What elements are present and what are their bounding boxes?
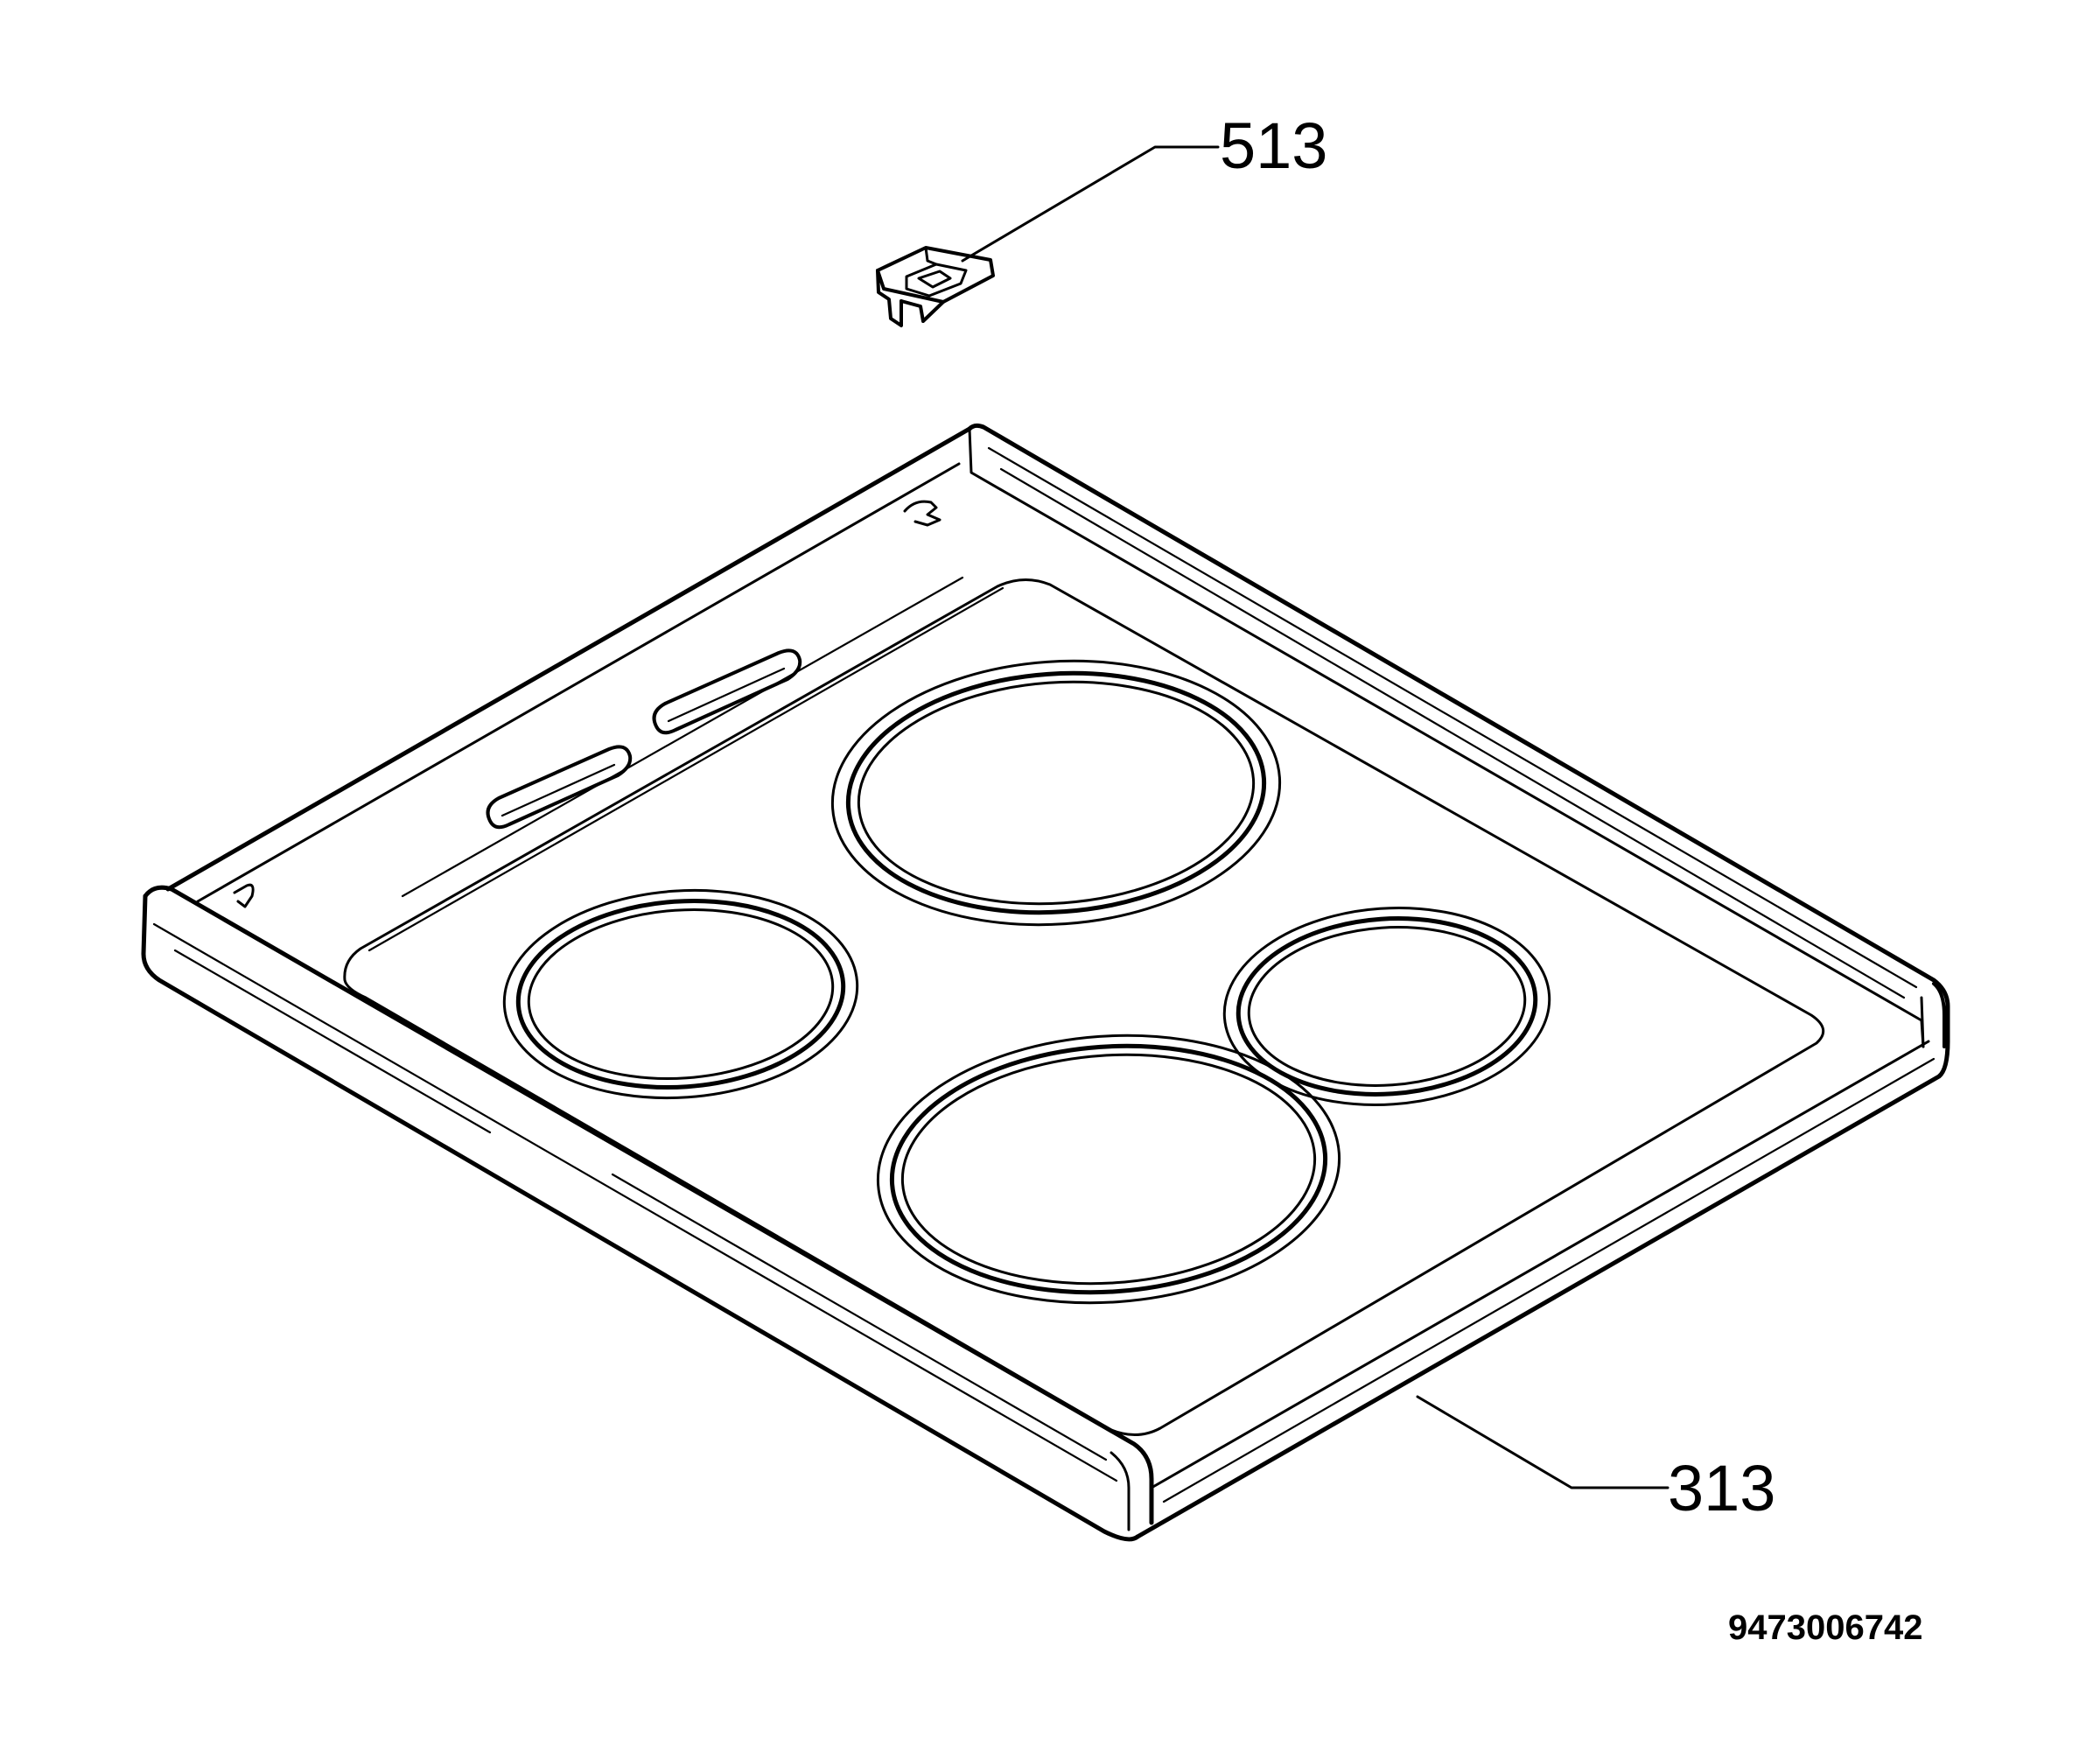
document-number: 9473006742 xyxy=(1728,1608,1922,1647)
leader-line-513 xyxy=(961,145,1220,263)
leader-line-313 xyxy=(1416,1395,1670,1489)
clip-bracket-part-513[interactable] xyxy=(876,246,995,327)
part-label-513: 513 xyxy=(1220,109,1327,182)
part-label-313: 313 xyxy=(1668,1452,1775,1524)
hob-frame-part-313[interactable] xyxy=(141,423,1950,1542)
